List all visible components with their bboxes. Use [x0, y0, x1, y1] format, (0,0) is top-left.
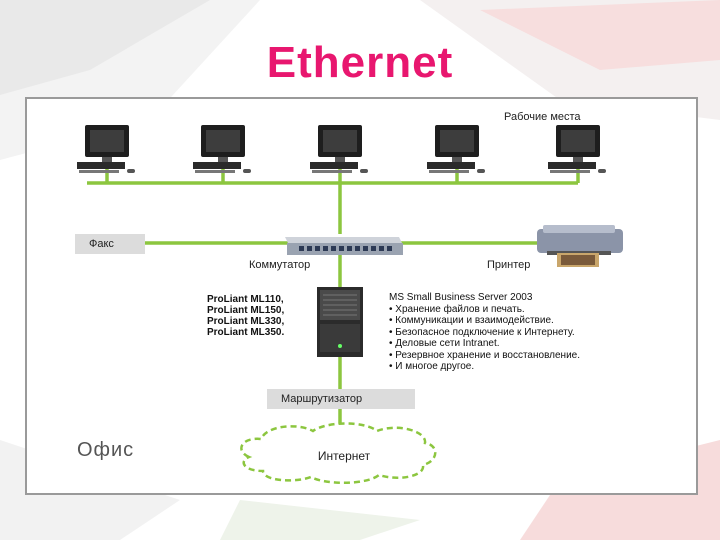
server-tower: [317, 287, 363, 357]
server-model: ProLiant ML330,: [207, 316, 285, 327]
slide-title: Ethernet: [266, 38, 454, 87]
diagram-graphics: [77, 125, 623, 485]
server-models: ProLiant ML110, ProLiant ML150, ProLiant…: [207, 294, 284, 338]
workstation-5: [548, 125, 606, 173]
server-model: ProLiant ML110,: [207, 294, 284, 305]
workstations-label: Рабочие места: [504, 111, 581, 123]
feature-item: • Деловые сети Intranet.: [389, 338, 500, 349]
server-model: ProLiant ML150,: [207, 305, 285, 316]
server-features: MS Small Business Server 2003 • Хранение…: [389, 292, 580, 373]
switch-device: [285, 237, 403, 255]
server-model: ProLiant ML350.: [207, 327, 285, 338]
printer-device: [537, 225, 623, 267]
feature-item: • Безопасное подключение к Интернету.: [389, 326, 575, 338]
workstation-2: [193, 125, 251, 173]
internet-cloud: [240, 422, 437, 485]
feature-item: • И многое другое.: [389, 361, 475, 372]
office-label: Офис: [77, 439, 135, 461]
printer-label: Принтер: [487, 259, 531, 271]
server-title: MS Small Business Server 2003: [389, 292, 533, 303]
workstation-1: [77, 125, 135, 173]
internet-label: Интернет: [317, 449, 371, 463]
feature-item: • Хранение файлов и печать.: [389, 303, 525, 315]
switch-label: Коммутатор: [249, 259, 311, 271]
workstation-4: [427, 125, 485, 173]
network-diagram: Рабочие места Факс Коммутатор Принтер Pr…: [25, 97, 698, 495]
feature-item: • Коммуникации и взаимодействие.: [389, 315, 554, 326]
router-label: Маршрутизатор: [267, 389, 415, 409]
workstation-3: [310, 125, 368, 173]
feature-item: • Резервное хранение и восстановление.: [389, 349, 581, 361]
fax-label: Факс: [75, 234, 145, 254]
